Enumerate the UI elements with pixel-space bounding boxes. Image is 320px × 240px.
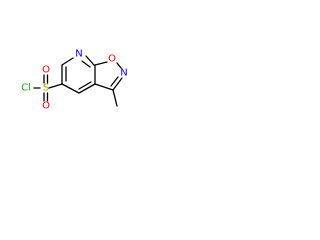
atom-o-ring: O xyxy=(108,54,116,65)
bond-o-n xyxy=(116,62,122,69)
atom-n-pyridine-label: N xyxy=(75,49,82,60)
atom-o-top: O xyxy=(42,65,50,76)
atom-n-ring-label: N xyxy=(120,68,127,79)
atom-o-bottom-label: O xyxy=(42,101,50,112)
bond-n-c7a-inner xyxy=(81,60,91,68)
structure-canvas: N O N S O O Cl xyxy=(0,0,152,152)
bond-c4-c5 xyxy=(61,83,80,94)
molecule-diagram: N O N S O O Cl xyxy=(21,49,128,112)
bond-c3-methyl xyxy=(112,89,118,107)
bond-c6-n xyxy=(61,57,74,66)
bond-n-c3 xyxy=(112,77,123,91)
atom-cl: Cl xyxy=(21,83,31,94)
atom-o-ring-label: O xyxy=(108,54,116,65)
bond-c7a-o xyxy=(94,61,108,66)
atom-s-label: S xyxy=(43,83,49,94)
bond-c3a-c4 xyxy=(78,83,96,94)
atom-cl-label: Cl xyxy=(21,83,31,94)
bond-c5-s xyxy=(48,83,63,89)
atom-s: S xyxy=(43,83,49,94)
bond-n-c7a xyxy=(85,55,95,66)
atom-n-ring: N xyxy=(120,68,127,79)
bond-c3-c3a xyxy=(94,83,114,91)
atom-o-top-label: O xyxy=(42,65,50,76)
atom-o-bottom: O xyxy=(42,101,50,112)
bond-c3a-c4-inner xyxy=(78,81,92,90)
atom-layer: N O N S O O Cl xyxy=(21,49,128,112)
bond-layer xyxy=(33,55,123,107)
bond-n-c3-inner xyxy=(110,76,119,87)
atom-n-pyridine: N xyxy=(75,49,82,60)
